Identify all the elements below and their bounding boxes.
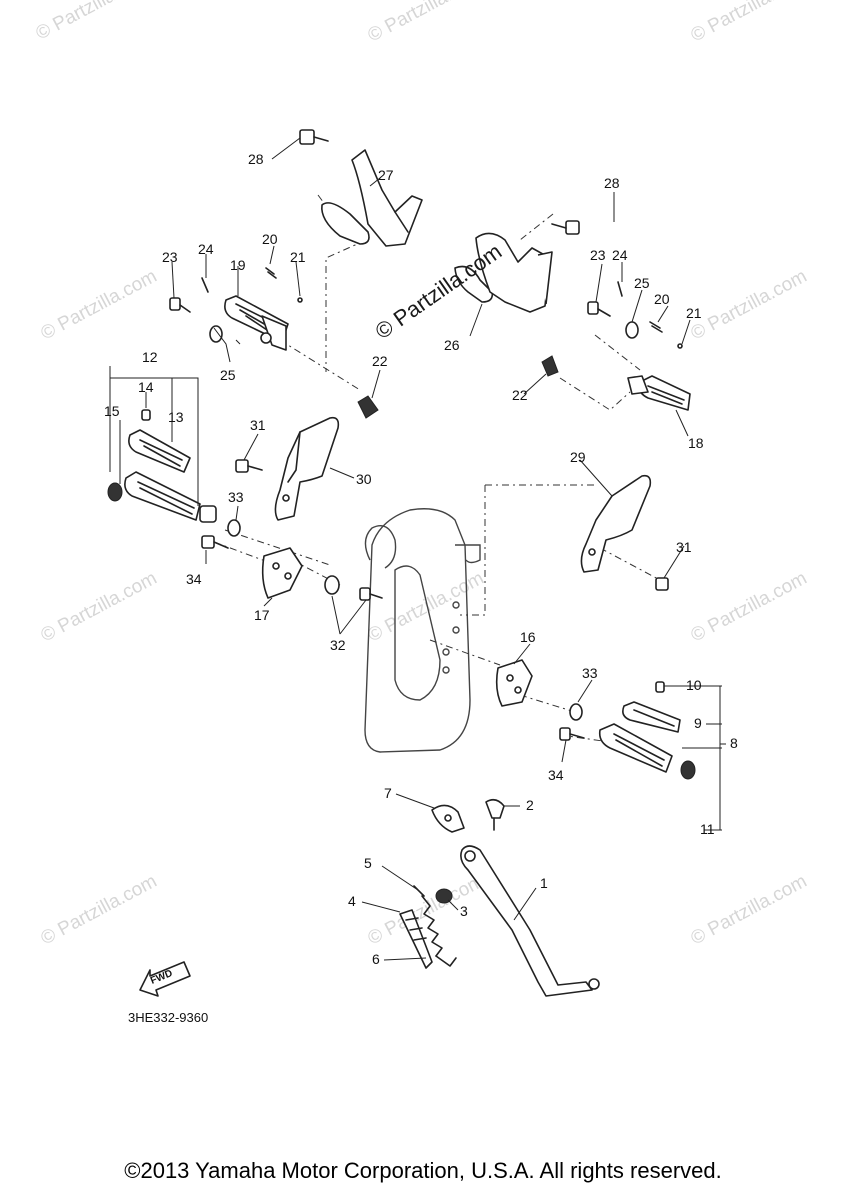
bracket-17 <box>261 547 303 599</box>
callout-7: 7 <box>384 785 392 801</box>
callout-8: 8 <box>730 735 738 751</box>
watermark: © Partzilla.com <box>37 266 160 345</box>
callout-12: 12 <box>142 349 158 365</box>
callout-34-left: 34 <box>186 571 202 587</box>
callout-1: 1 <box>540 875 548 891</box>
callout-20-right: 20 <box>654 291 670 307</box>
callout-25-left: 25 <box>220 367 236 383</box>
callout-23-right: 23 <box>590 247 606 263</box>
watermark: © Partzilla.com <box>364 568 487 647</box>
footrest-19 <box>224 295 289 351</box>
callout-16: 16 <box>520 629 536 645</box>
callout-15: 15 <box>104 403 120 419</box>
part-code: 3HE332-9360 <box>128 1010 208 1025</box>
watermark: © Partzilla.com <box>687 871 810 950</box>
bracket-27 <box>321 149 423 247</box>
callout-21-right: 21 <box>686 305 702 321</box>
callout-3: 3 <box>460 903 468 919</box>
callout-14: 14 <box>138 379 154 395</box>
watermark: © Partzilla.com <box>37 871 160 950</box>
callout-27: 27 <box>378 167 394 183</box>
spring-4 <box>399 909 433 969</box>
heel-plate-29 <box>580 474 652 573</box>
fwd-arrow-icon: FWD <box>139 961 191 997</box>
callout-31-left: 31 <box>250 417 266 433</box>
callout-29: 29 <box>570 449 586 465</box>
nut-3 <box>435 888 453 904</box>
footrest-8-assembly <box>598 723 696 780</box>
assembly-lines <box>213 194 661 743</box>
callout-28-left: 28 <box>248 151 264 167</box>
bracket-16 <box>495 659 533 707</box>
frame-outline <box>364 508 481 753</box>
pivot-bolt-2 <box>485 798 505 831</box>
watermark-layer: © Partzilla.com © Partzilla.com © Partzi… <box>32 0 810 949</box>
callout-32: 32 <box>330 637 346 653</box>
footrest-13 <box>128 429 191 473</box>
bolt-28-right <box>551 220 580 235</box>
watermark: © Partzilla.com <box>364 0 487 46</box>
callout-22-left: 22 <box>372 353 388 369</box>
callout-10: 10 <box>686 677 702 693</box>
footrest-12-assembly <box>107 471 217 523</box>
callout-19: 19 <box>230 257 246 273</box>
callout-13: 13 <box>168 409 184 425</box>
callout-21-left: 21 <box>290 249 306 265</box>
watermark: © Partzilla.com <box>32 0 155 44</box>
watermark: © Partzilla.com <box>687 0 810 46</box>
bolt-28-left <box>299 129 329 145</box>
callout-18: 18 <box>688 435 704 451</box>
callout-33-left: 33 <box>228 489 244 505</box>
callout-31-right: 31 <box>676 539 692 555</box>
callout-2: 2 <box>526 797 534 813</box>
bracket-7 <box>431 804 465 833</box>
hardware <box>141 267 683 741</box>
footrest-18 <box>627 375 691 411</box>
callout-26: 26 <box>444 337 460 353</box>
callout-33-right: 33 <box>582 665 598 681</box>
callout-leaders <box>109 137 726 961</box>
spring-5 <box>413 885 457 967</box>
callout-17: 17 <box>254 607 270 623</box>
watermark: © Partzilla.com <box>687 568 810 647</box>
heel-plate-30 <box>274 416 340 521</box>
callout-20-left: 20 <box>262 231 278 247</box>
callout-24-left: 24 <box>198 241 214 257</box>
callout-11: 11 <box>700 821 715 837</box>
watermark: © Partzilla.com <box>687 266 810 345</box>
callout-28-right: 28 <box>604 175 620 191</box>
callout-9: 9 <box>694 715 702 731</box>
sidestand-1 <box>460 845 600 997</box>
bracket-26 <box>454 232 553 313</box>
callout-23-left: 23 <box>162 249 178 265</box>
callout-30: 30 <box>356 471 372 487</box>
callout-4: 4 <box>348 893 356 909</box>
callout-6: 6 <box>372 951 380 967</box>
callout-24-right: 24 <box>612 247 628 263</box>
callout-25-right: 25 <box>634 275 650 291</box>
copyright-notice: ©2013 Yamaha Motor Corporation, U.S.A. A… <box>124 1158 722 1183</box>
watermark: © Partzilla.com <box>37 568 160 647</box>
callout-22-right: 22 <box>512 387 528 403</box>
callout-5: 5 <box>364 855 372 871</box>
callout-labels: 1 2 3 4 5 6 7 8 9 10 11 12 13 14 15 16 1… <box>104 151 738 967</box>
footrest-9 <box>622 701 681 733</box>
callout-34-right: 34 <box>548 767 564 783</box>
